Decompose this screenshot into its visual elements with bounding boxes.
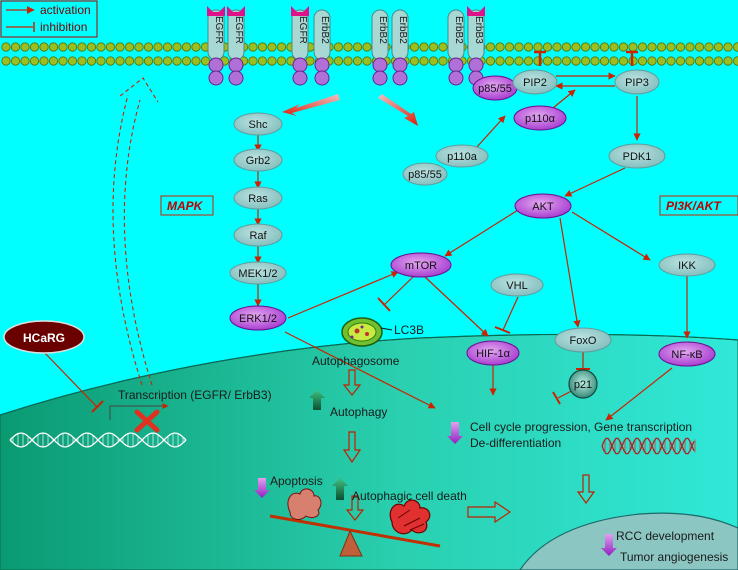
legend-inhibition: inhibition bbox=[40, 20, 87, 34]
foxo-node[interactable]: FoxO bbox=[554, 327, 612, 353]
autophagic-cell-death-label: Autophagic cell death bbox=[352, 489, 467, 503]
hcarg-label: HCaRG bbox=[23, 331, 65, 345]
erk-label: ERK1/2 bbox=[239, 313, 277, 325]
mtor-node[interactable]: mTOR bbox=[390, 252, 452, 278]
nfkb-label: NF-κB bbox=[671, 349, 702, 361]
receptor-2[interactable]: EGFR bbox=[227, 6, 245, 86]
akt-label: AKT bbox=[532, 201, 554, 213]
hollow-arrows bbox=[342, 369, 596, 524]
mek-label: MEK1/2 bbox=[238, 268, 277, 280]
ras-node[interactable]: Ras bbox=[233, 186, 283, 210]
p21-label: p21 bbox=[574, 379, 592, 391]
transcription-blocked-x-icon bbox=[134, 409, 160, 433]
ras-label: Ras bbox=[248, 193, 268, 205]
p110a-label: p110a bbox=[447, 151, 478, 163]
pip2-label: PIP2 bbox=[523, 77, 547, 89]
receptor-group: EGFR EGFR EGFR ErbB2 ErbB2 ErbB2 ErbB2 ErbB3 bbox=[207, 6, 485, 86]
receptor-7[interactable]: ErbB2 bbox=[447, 9, 465, 86]
receptor-label: ErbB2 bbox=[377, 16, 388, 44]
erk-node[interactable]: ERK1/2 bbox=[229, 305, 287, 331]
tumor-angiogenesis-label: Tumor angiogenesis bbox=[620, 550, 728, 564]
p85-top-label: p85/55 bbox=[478, 83, 512, 95]
feedback-dashed-arrow bbox=[112, 77, 159, 386]
lc3b-label: LC3B bbox=[394, 323, 424, 337]
p85-top-node[interactable]: p85/55 bbox=[472, 75, 518, 101]
receptor-label: EGFR bbox=[297, 16, 308, 44]
raf-label: Raf bbox=[249, 230, 267, 242]
foxo-label: FoxO bbox=[570, 335, 597, 347]
receptor-3[interactable]: EGFR bbox=[291, 6, 309, 86]
p21-node[interactable]: p21 bbox=[568, 369, 598, 399]
legend: activation inhibition bbox=[0, 0, 98, 38]
autophagy-label: Autophagy bbox=[330, 405, 387, 419]
vhl-label: VHL bbox=[506, 280, 527, 292]
pip3-node[interactable]: PIP3 bbox=[614, 69, 660, 95]
apoptosis-label: Apoptosis bbox=[270, 474, 323, 488]
shc-node[interactable]: Shc bbox=[233, 112, 283, 136]
pdk1-node[interactable]: PDK1 bbox=[608, 143, 666, 169]
rcc-cell-mound bbox=[519, 512, 738, 570]
ikk-node[interactable]: IKK bbox=[658, 253, 716, 277]
mek-node[interactable]: MEK1/2 bbox=[229, 261, 287, 285]
hcarg-node[interactable] bbox=[3, 320, 85, 354]
pdk1-label: PDK1 bbox=[623, 151, 652, 163]
hif-node[interactable]: HIF-1α bbox=[466, 340, 520, 366]
mtor-label: mTOR bbox=[405, 260, 437, 272]
legend-activation: activation bbox=[40, 3, 91, 17]
receptor-8[interactable]: ErbB3 bbox=[467, 6, 485, 86]
dedifferentiation-label: De-differentiation bbox=[470, 436, 561, 450]
receptor-6[interactable]: ErbB2 bbox=[391, 9, 409, 86]
hif-label: HIF-1α bbox=[476, 348, 511, 360]
rcc-down-arrow bbox=[601, 534, 617, 556]
vhl-node[interactable]: VHL bbox=[490, 273, 544, 297]
pip3-label: PIP3 bbox=[625, 77, 649, 89]
receptor-label: EGFR bbox=[233, 16, 244, 44]
receptor-label: ErbB2 bbox=[397, 16, 408, 44]
receptor-4[interactable]: ErbB2 bbox=[313, 9, 331, 86]
pip2-node[interactable]: PIP2 bbox=[512, 69, 558, 95]
receptor-label: ErbB3 bbox=[473, 16, 484, 44]
shc-label: Shc bbox=[249, 119, 268, 131]
akt-node[interactable]: AKT bbox=[514, 193, 572, 219]
receptor-label: ErbB2 bbox=[319, 16, 330, 44]
thick-arrow-to-pi3k bbox=[378, 94, 418, 126]
p110a-active-node[interactable]: p110α bbox=[513, 105, 567, 131]
autophagosome-icon bbox=[341, 317, 383, 347]
receptor-label: EGFR bbox=[213, 16, 224, 44]
ikk-label: IKK bbox=[678, 260, 696, 272]
nfkb-node[interactable]: NF-κB bbox=[658, 341, 716, 367]
apoptosis-down-arrow bbox=[254, 478, 270, 498]
cell-cycle-down-arrow bbox=[447, 422, 463, 444]
autophagic-death-up-arrow bbox=[332, 478, 348, 500]
mapk-title: MAPK bbox=[167, 199, 204, 213]
cell-membrane bbox=[1, 42, 738, 66]
dna-helix-right bbox=[601, 437, 696, 455]
cell-cycle-label: Cell cycle progression, Gene transcripti… bbox=[470, 420, 692, 434]
receptor-label: ErbB2 bbox=[453, 16, 464, 44]
p110a-node[interactable]: p110a bbox=[435, 144, 489, 168]
p85-label: p85/55 bbox=[408, 169, 442, 181]
dna-helix-left bbox=[9, 432, 187, 448]
p110a-active-label: p110α bbox=[525, 113, 556, 125]
receptor-5[interactable]: ErbB2 bbox=[371, 9, 389, 86]
transcription-start-arrow bbox=[109, 403, 169, 420]
grb2-label: Grb2 bbox=[246, 155, 270, 167]
thick-arrow-to-mapk bbox=[282, 94, 340, 116]
autophagy-up-arrow bbox=[309, 390, 325, 410]
transcription-label: Transcription (EGFR/ ErbB3) bbox=[118, 388, 272, 402]
pi3k-title: PI3K/AKT bbox=[666, 199, 722, 213]
rcc-development-label: RCC development bbox=[616, 529, 715, 543]
grb2-node[interactable]: Grb2 bbox=[233, 148, 283, 172]
balance-seesaw bbox=[269, 488, 441, 557]
receptor-1[interactable]: EGFR bbox=[207, 6, 225, 86]
autophagosome-label: Autophagosome bbox=[312, 354, 400, 368]
raf-node[interactable]: Raf bbox=[233, 223, 283, 247]
p85-node[interactable]: p85/55 bbox=[402, 162, 448, 186]
